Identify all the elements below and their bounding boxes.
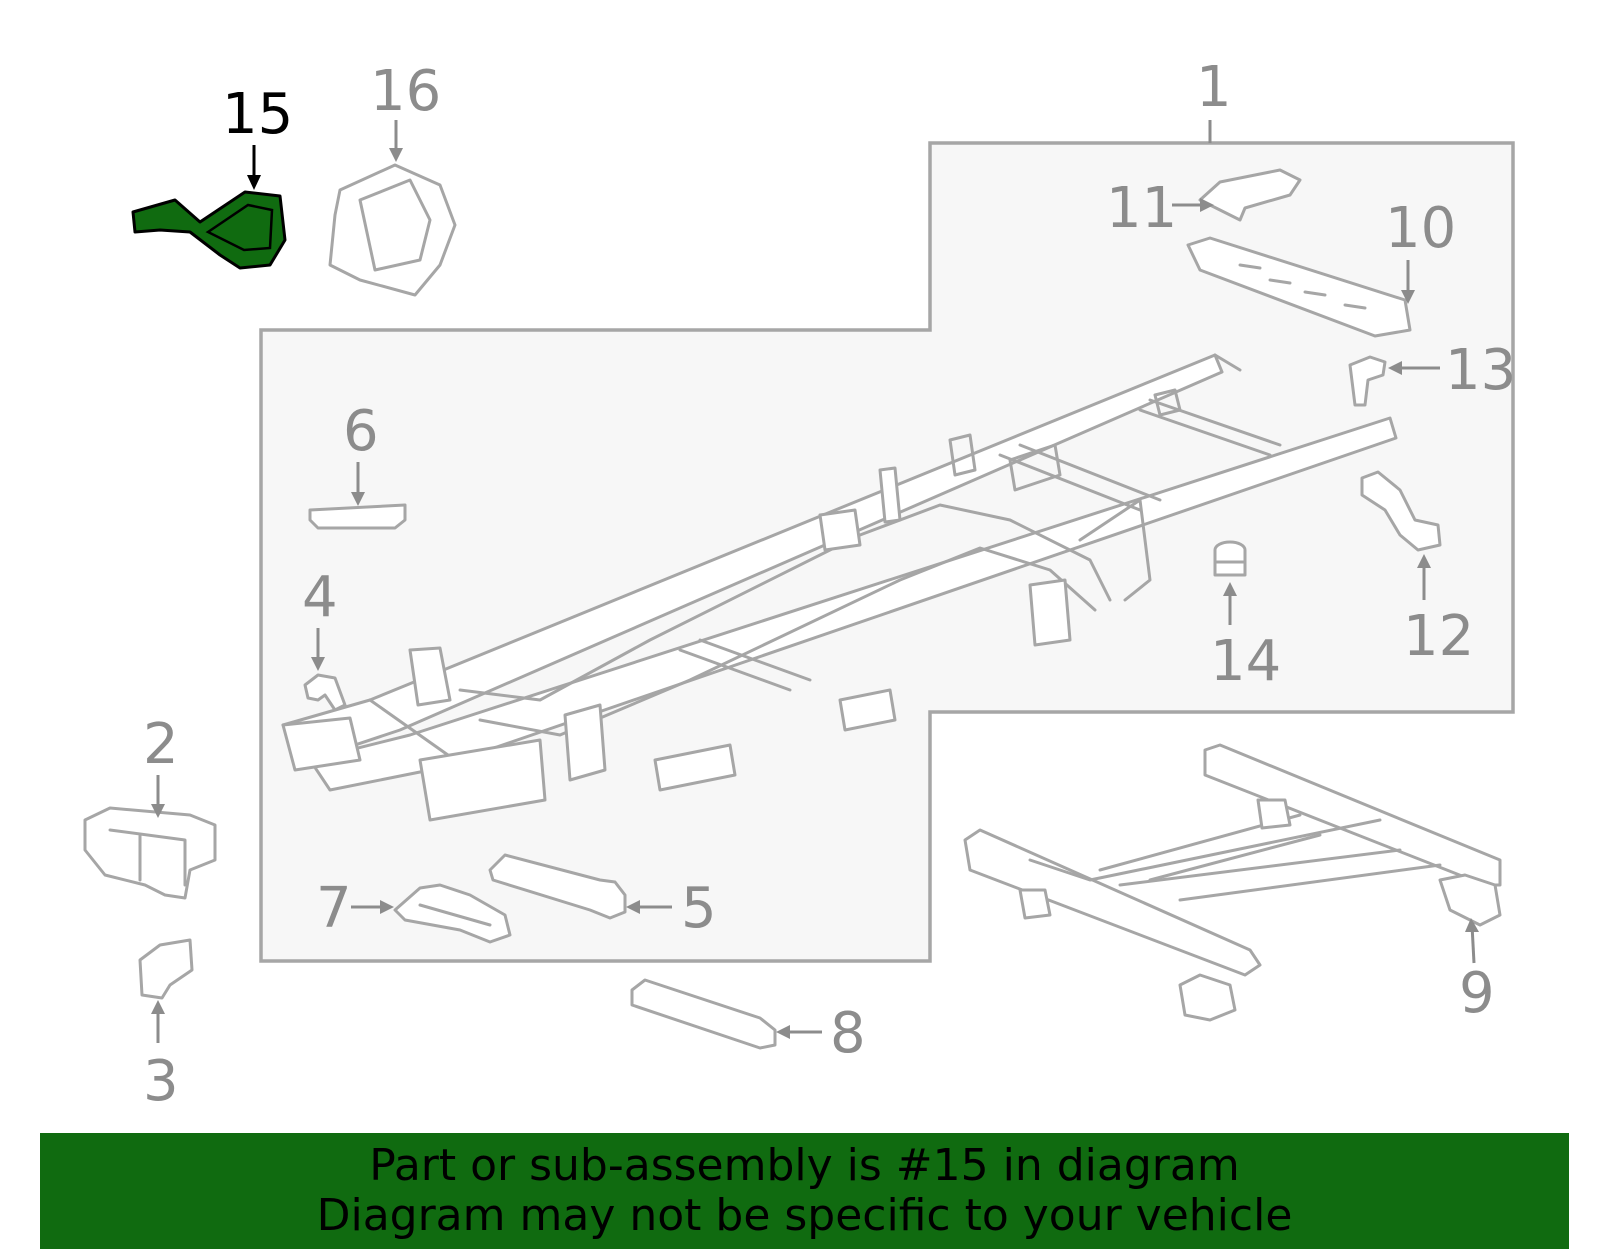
part-12[interactable] [1360, 470, 1442, 552]
callout-6: 6 [343, 399, 379, 464]
callout-8: 8 [830, 1001, 866, 1066]
callout-9: 9 [1459, 961, 1495, 1026]
frame-assembly[interactable] [281, 353, 1398, 822]
callout-4: 4 [302, 565, 338, 630]
callout-10: 10 [1385, 196, 1456, 261]
part-14[interactable] [1213, 540, 1247, 577]
info-banner: Part or sub-assembly is #15 in diagram D… [40, 1133, 1569, 1249]
callout-5: 5 [681, 876, 717, 941]
callout-13: 13 [1445, 338, 1516, 403]
frame-assembly-group-box [259, 141, 1515, 963]
callout-3: 3 [143, 1049, 179, 1114]
part-11[interactable] [1198, 168, 1302, 222]
part-10[interactable] [1186, 236, 1412, 338]
part-6[interactable] [308, 503, 407, 530]
callout-11: 11 [1106, 176, 1177, 241]
callout-1: 1 [1196, 55, 1232, 120]
callout-16: 16 [370, 59, 441, 124]
part-16[interactable] [328, 163, 457, 297]
part-7[interactable] [393, 883, 512, 944]
part-8[interactable] [630, 978, 777, 1050]
leader-arrows [151, 120, 1479, 1043]
callout-12: 12 [1403, 604, 1474, 669]
banner-line-2: Diagram may not be specific to your vehi… [316, 1190, 1293, 1241]
callout-15: 15 [222, 82, 293, 147]
callout-7: 7 [316, 876, 352, 941]
part-2[interactable] [83, 806, 217, 900]
callout-2: 2 [143, 712, 179, 777]
part-5[interactable] [488, 853, 627, 920]
callout-14: 14 [1210, 629, 1281, 694]
part-3[interactable] [138, 938, 194, 1000]
part-15-highlighted[interactable] [131, 190, 287, 270]
banner-line-1: Part or sub-assembly is #15 in diagram [369, 1140, 1240, 1191]
part-13[interactable] [1348, 355, 1387, 407]
part-4[interactable] [303, 673, 347, 712]
part-9[interactable] [963, 743, 1502, 1022]
